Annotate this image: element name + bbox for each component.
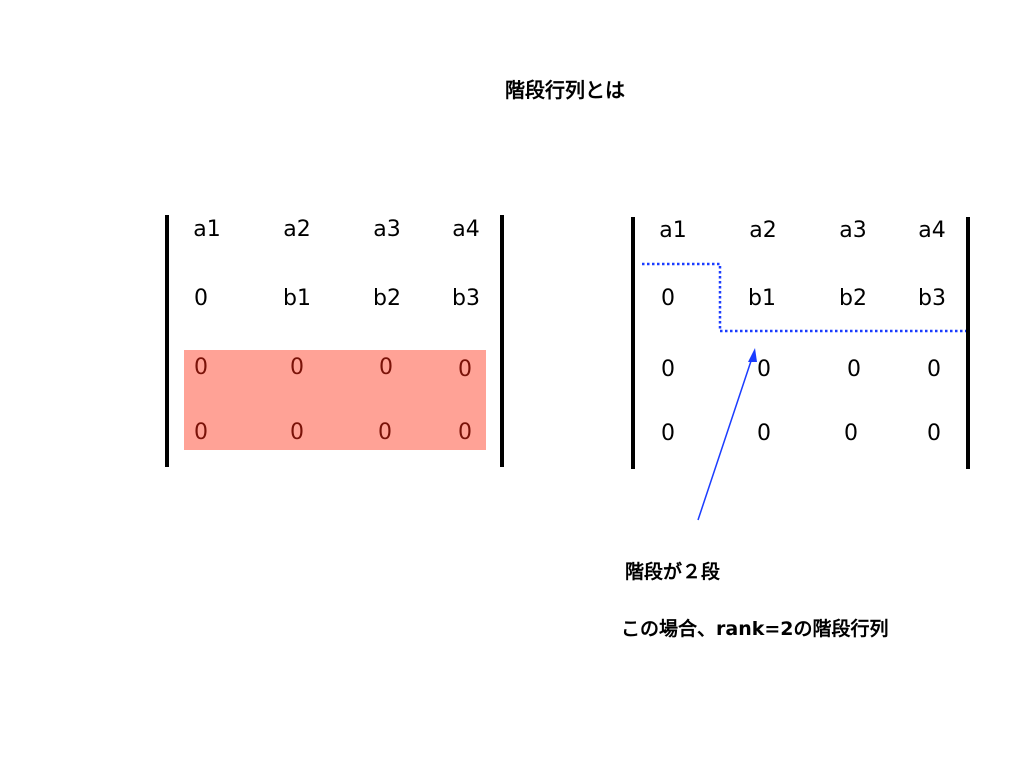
matrix-cell: a1 [659, 218, 687, 243]
left-matrix-left-bracket [165, 215, 169, 467]
matrix-cell: 0 [844, 421, 858, 446]
page-title: 階段行列とは [505, 78, 625, 102]
left-matrix-right-bracket [500, 215, 504, 467]
matrix-cell: 0 [379, 355, 393, 380]
matrix-cell: 0 [927, 421, 941, 446]
matrix-cell: a3 [839, 218, 867, 243]
matrix-cell: 0 [757, 357, 771, 382]
matrix-cell: 0 [290, 355, 304, 380]
matrix-cell: 0 [661, 421, 675, 446]
matrix-cell: b2 [839, 286, 867, 311]
right-matrix-left-bracket [631, 217, 635, 469]
right-matrix-right-bracket [966, 217, 970, 469]
matrix-cell: a1 [193, 217, 221, 242]
matrix-cell: 0 [847, 357, 861, 382]
matrix-cell: a4 [918, 218, 946, 243]
arrow-shaft [697, 357, 753, 521]
matrix-cell: b2 [373, 286, 401, 311]
matrix-cell: 0 [661, 357, 675, 382]
matrix-cell: 0 [458, 357, 472, 382]
arrow-head-icon [748, 348, 757, 362]
rank-caption: この場合、rank=2の階段行列 [621, 618, 889, 640]
matrix-cell: b1 [748, 286, 776, 311]
matrix-cell: 0 [927, 357, 941, 382]
zero-rows-highlight [184, 350, 486, 450]
matrix-cell: 0 [378, 420, 392, 445]
steps-caption: 階段が２段 [625, 561, 721, 583]
matrix-cell: b3 [452, 286, 480, 311]
matrix-cell: 0 [290, 420, 304, 445]
matrix-cell: 0 [194, 355, 208, 380]
matrix-cell: 0 [194, 286, 208, 311]
matrix-cell: b1 [283, 286, 311, 311]
matrix-cell: 0 [194, 420, 208, 445]
matrix-cell: a2 [283, 217, 311, 242]
matrix-cell: 0 [458, 420, 472, 445]
matrix-cell: 0 [661, 286, 675, 311]
matrix-cell: b3 [918, 286, 946, 311]
matrix-cell: 0 [757, 421, 771, 446]
matrix-cell: a4 [452, 217, 480, 242]
matrix-cell: a3 [373, 217, 401, 242]
matrix-cell: a2 [749, 218, 777, 243]
